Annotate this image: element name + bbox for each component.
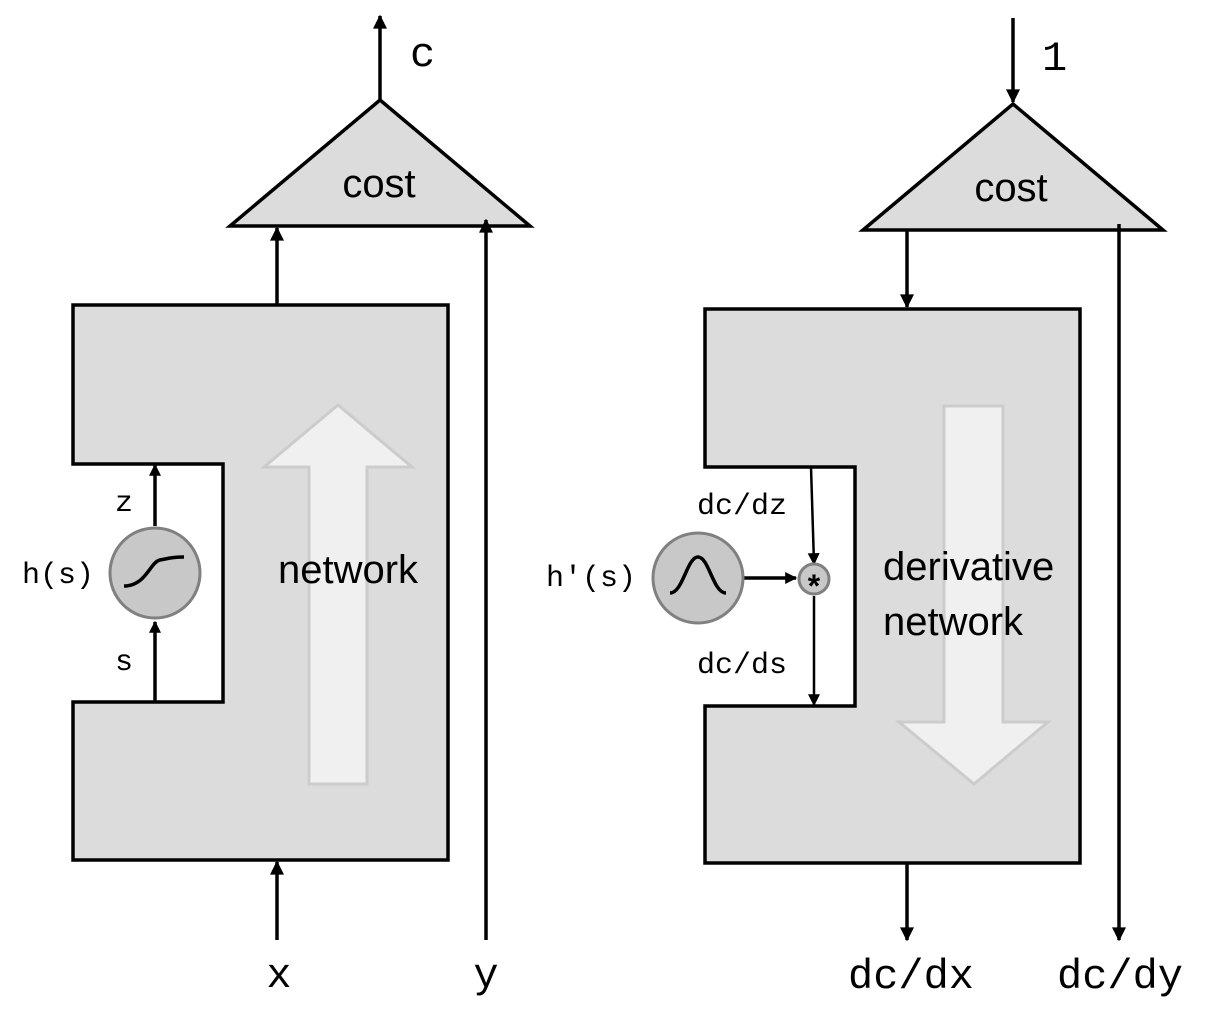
backward-derivative-label: h'(s): [546, 562, 636, 596]
backward-dcdz-arrow: [807, 466, 820, 566]
backward-cost-label: cost: [974, 166, 1047, 210]
backward-dcdz-label: dc/dz: [697, 490, 787, 524]
forward-cost-triangle: [225, 97, 535, 228]
backward-seed-label: 1: [1042, 35, 1067, 83]
backward-derivative-node: [651, 531, 745, 625]
forward-s-label: s: [115, 646, 133, 680]
bell-curve-icon: [669, 555, 727, 595]
backward-network-label-1: derivative: [883, 545, 1054, 589]
forward-activation-node: [108, 526, 202, 620]
backward-dcdy-label: dc/dy: [1057, 953, 1183, 1001]
backward-diagram: derivative network cost 1 dc/dy dc/dx * …: [546, 18, 1183, 1001]
forward-activation-label: h(s): [22, 559, 94, 593]
forward-cost-label: cost: [342, 162, 415, 206]
forward-flow-arrow: [259, 403, 417, 786]
backward-dcds-label: dc/ds: [697, 649, 787, 683]
multiply-label: *: [804, 571, 823, 608]
forward-network-label: network: [278, 548, 419, 592]
forward-output-label: c: [410, 31, 435, 79]
backward-flow-arrow: [894, 404, 1053, 786]
sigmoid-icon: [123, 555, 185, 588]
backward-cost-triangle: [858, 101, 1168, 232]
forward-z-label: z: [115, 487, 133, 521]
forward-x-label: x: [266, 952, 291, 1000]
backward-dcdx-label: dc/dx: [848, 953, 974, 1001]
backward-network-label-2: network: [883, 600, 1024, 644]
multiply-node: [797, 562, 831, 596]
forward-diagram: network cost c y x z s h(s): [22, 14, 535, 1000]
forward-y-label: y: [473, 952, 498, 1000]
